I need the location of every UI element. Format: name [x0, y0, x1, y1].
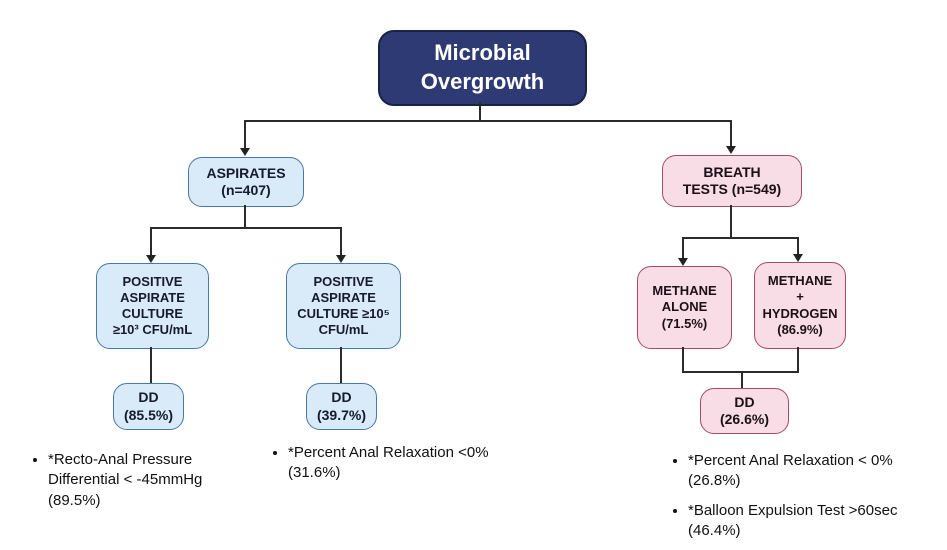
connector-line: [150, 227, 342, 229]
connector-line: [244, 205, 246, 229]
connector-line: [797, 237, 799, 254]
node-dd-26: DD (26.6%): [700, 388, 789, 434]
node-dd-39: DD (39.7%): [306, 383, 377, 430]
node-label-line: (86.9%): [777, 321, 823, 337]
node-label-line: (71.5%): [661, 315, 708, 331]
connector-line: [340, 347, 342, 383]
annotation-list-middle: *Percent Anal Relaxation <0% (31.6%): [268, 443, 503, 493]
node-methane-alone: METHANE ALONE (71.5%): [637, 266, 732, 349]
node-label-line: (85.5%): [123, 406, 174, 423]
annotation-list-left: *Recto-Anal Pressure Differential < -45m…: [28, 450, 253, 520]
node-positive-culture-10-3: POSITIVE ASPIRATE CULTURE ≥10³ CFU/mL: [96, 263, 209, 349]
annotation-list-right: *Percent Anal Relaxation < 0% (26.8%) *B…: [668, 451, 938, 550]
connector-line: [682, 237, 684, 258]
connector-line: [797, 347, 799, 373]
connector-line: [244, 120, 246, 148]
connector-line: [730, 205, 732, 239]
node-label-line: DD: [734, 393, 755, 410]
node-microbial-overgrowth: Microbial Overgrowth: [378, 30, 587, 106]
connector-line: [244, 120, 731, 122]
node-label-line: BREATH: [703, 163, 761, 180]
node-label-line: Microbial: [434, 40, 531, 66]
node-breath-tests: BREATH TESTS (n=549): [662, 155, 802, 207]
node-label-line: ASPIRATE: [120, 289, 185, 305]
node-label-line: TESTS (n=549): [682, 181, 782, 197]
connector-line: [150, 227, 152, 255]
annotation-item: *Percent Anal Relaxation < 0% (26.8%): [688, 451, 938, 492]
node-label-line: POSITIVE: [313, 273, 374, 289]
node-label-line: POSITIVE: [122, 273, 183, 289]
node-label-line: (39.7%): [316, 406, 367, 423]
node-positive-culture-10-5: POSITIVE ASPIRATE CULTURE ≥10⁵ CFU/mL: [286, 263, 401, 349]
node-label-line: ALONE: [661, 299, 708, 315]
node-label-line: ≥10³ CFU/mL: [112, 322, 193, 338]
node-label-line: (n=407): [221, 182, 271, 198]
node-label-line: CULTURE: [121, 306, 184, 321]
node-label-line: ASPIRATES: [206, 164, 286, 181]
connector-line: [730, 120, 732, 146]
annotation-item: *Balloon Expulsion Test >60sec (46.4%): [688, 501, 938, 542]
node-aspirates: ASPIRATES (n=407): [188, 157, 304, 207]
node-label-line: +: [796, 289, 804, 305]
connector-line: [682, 237, 799, 239]
node-label-line: DD: [331, 389, 352, 405]
node-label-line: Overgrowth: [420, 69, 545, 94]
connector-line: [150, 347, 152, 383]
arrowhead-icon: [336, 255, 346, 263]
node-label-line: METHANE: [767, 273, 833, 288]
arrowhead-icon: [793, 254, 803, 262]
arrowhead-icon: [146, 255, 156, 263]
connector-line: [682, 347, 684, 373]
connector-line: [340, 227, 342, 255]
node-label-line: HYDROGEN: [762, 305, 838, 321]
node-label-line: ASPIRATE: [311, 289, 376, 305]
node-methane-hydrogen: METHANE + HYDROGEN (86.9%): [754, 262, 846, 349]
arrowhead-icon: [726, 146, 736, 154]
connector-line: [479, 102, 481, 122]
annotation-item: *Recto-Anal Pressure Differential < -45m…: [48, 450, 253, 511]
arrowhead-icon: [240, 148, 250, 156]
arrowhead-icon: [678, 258, 688, 266]
node-dd-85: DD (85.5%): [113, 383, 184, 430]
node-label-line: (26.6%): [719, 411, 770, 427]
connector-line: [741, 371, 743, 388]
node-label-line: DD: [138, 389, 159, 405]
node-label-line: METHANE: [652, 283, 717, 299]
node-label-line: CULTURE ≥10⁵: [297, 306, 390, 321]
node-label-line: CFU/mL: [318, 322, 369, 338]
annotation-item: *Percent Anal Relaxation <0% (31.6%): [288, 443, 503, 484]
connector-line: [682, 371, 799, 373]
